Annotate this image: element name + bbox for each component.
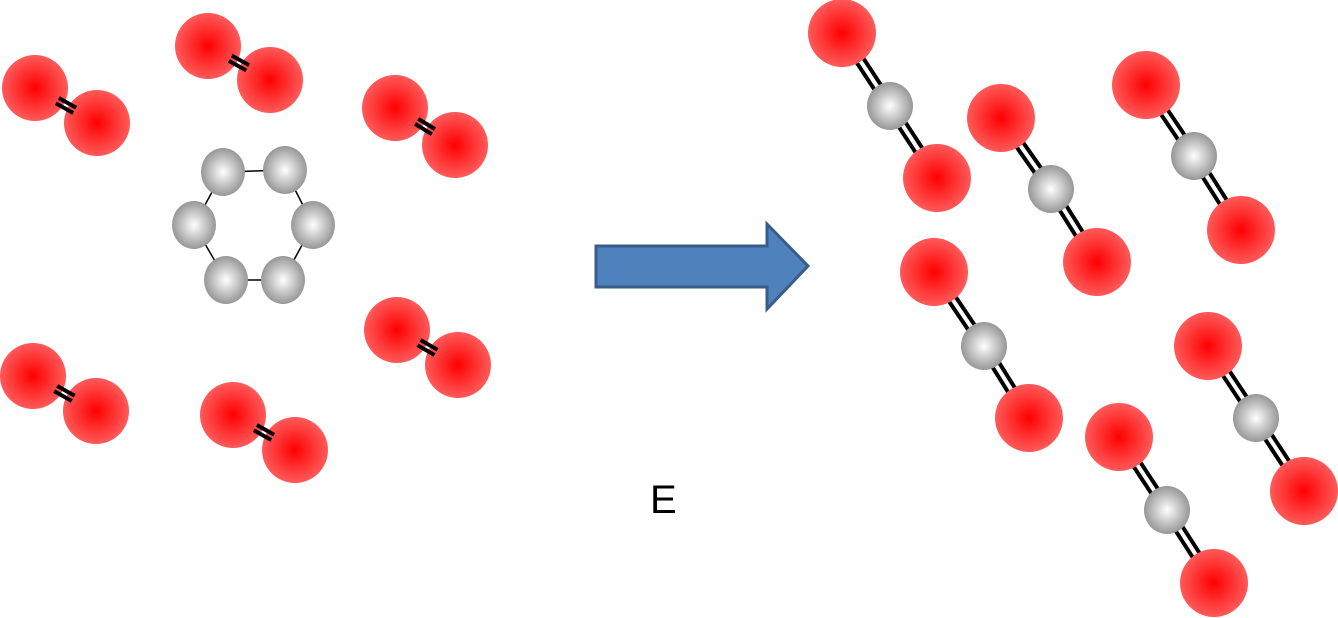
co2-molecule <box>1112 51 1275 264</box>
oxygen-atom <box>1270 457 1338 525</box>
carbon-ring <box>172 146 335 304</box>
o2-molecule <box>0 343 129 444</box>
oxygen-atom <box>0 343 66 409</box>
double-bond <box>413 122 433 136</box>
co2-molecule <box>1085 403 1248 617</box>
double-bond <box>255 423 276 437</box>
double-bond <box>230 53 251 67</box>
double-bond <box>54 101 75 115</box>
carbon-atom <box>204 256 248 304</box>
carbon-atom <box>172 201 216 249</box>
oxygen-atom <box>1180 549 1248 617</box>
o2-molecule <box>364 297 491 398</box>
reactants-group <box>0 13 491 483</box>
o2-molecule <box>2 55 130 156</box>
co2-molecule <box>967 84 1131 296</box>
carbon-atom <box>1028 165 1074 213</box>
double-bond <box>417 117 437 131</box>
oxygen-atom <box>200 382 266 448</box>
oxygen-atom <box>1112 51 1180 119</box>
oxygen-atom <box>422 112 488 178</box>
energy-label: E <box>650 478 677 522</box>
o2-molecule <box>362 75 488 178</box>
double-bond <box>57 96 78 110</box>
oxygen-atom <box>1174 312 1242 380</box>
oxygen-atom <box>1085 403 1153 471</box>
double-bond <box>419 338 439 352</box>
products-group <box>808 0 1338 617</box>
oxygen-atom <box>1207 196 1275 264</box>
co2-molecule <box>1174 312 1338 525</box>
oxygen-atom <box>900 238 968 306</box>
carbon-atom <box>291 201 335 249</box>
oxygen-atom <box>425 332 491 398</box>
co2-molecule <box>900 238 1063 452</box>
oxygen-atom <box>808 0 876 67</box>
double-bond <box>227 59 248 73</box>
o2-molecule <box>200 382 328 483</box>
oxygen-atom <box>63 378 129 444</box>
oxygen-atom <box>237 47 303 113</box>
double-bond <box>252 428 273 442</box>
carbon-atom <box>263 146 307 194</box>
oxygen-atom <box>262 417 328 483</box>
double-bond <box>53 389 73 403</box>
o2-molecule <box>175 13 303 113</box>
oxygen-atom <box>967 84 1035 152</box>
oxygen-atom <box>175 13 241 79</box>
carbon-atom <box>1171 132 1217 180</box>
double-bond <box>56 384 76 398</box>
co2-molecule <box>808 0 971 212</box>
carbon-atom <box>1144 486 1190 534</box>
carbon-atom <box>961 322 1007 370</box>
oxygen-atom <box>903 144 971 212</box>
carbon-atom <box>1233 394 1279 442</box>
double-bond <box>416 343 436 357</box>
reaction-arrow <box>594 220 811 313</box>
oxygen-atom <box>64 90 130 156</box>
carbon-atom <box>201 148 245 196</box>
oxygen-atom <box>995 384 1063 452</box>
oxygen-atom <box>364 297 430 363</box>
carbon-atom <box>867 82 913 130</box>
oxygen-atom <box>362 75 428 141</box>
oxygen-atom <box>2 55 68 121</box>
oxygen-atom <box>1063 228 1131 296</box>
carbon-atom <box>261 256 305 304</box>
